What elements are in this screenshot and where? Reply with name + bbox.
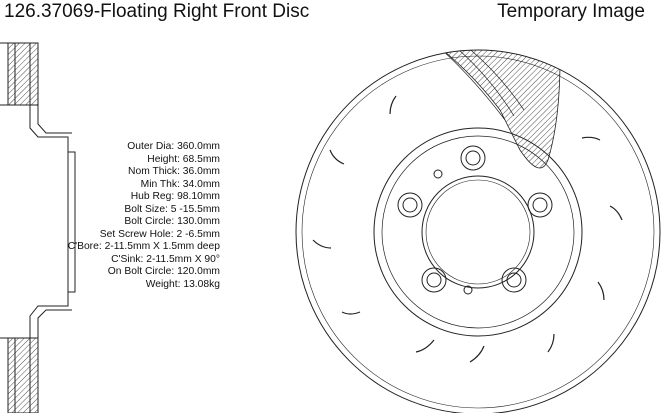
outer-edge (295, 49, 661, 413)
cutaway-vanes (428, 50, 561, 169)
rotor-slots (312, 95, 623, 363)
temporary-image-note: Temporary Image (497, 1, 645, 22)
disc-cross-section (0, 42, 76, 413)
spec-bolt-size: Bolt Size: 5 -15.5mm (124, 203, 220, 215)
set-screw-hole-2 (463, 285, 473, 295)
spec-min-thk: Min Thk: 34.0mm (140, 178, 220, 190)
hat-edge (381, 135, 575, 329)
spec-outer-dia: Outer Dia: 360.0mm (127, 141, 220, 152)
bolt-hole-2 (527, 192, 553, 218)
bolt-hole-5 (397, 192, 423, 218)
bolt-hole-3 (501, 267, 527, 293)
spec-height: Height: 68.5mm (147, 153, 220, 165)
top-ring-section (7, 42, 39, 106)
spec-hub-reg: Hub Reg: 98.10mm (130, 191, 220, 202)
disc-front-view (295, 49, 661, 413)
bolt-hole-4 (421, 267, 447, 293)
set-screw-hole-1 (433, 169, 443, 179)
bolt-hole-1 (460, 145, 486, 171)
spec-nom-thick: Nom Thick: 36.0mm (128, 166, 220, 177)
inner-ring-edge (373, 127, 583, 337)
part-title: 126.37069-Floating Right Front Disc (4, 1, 310, 22)
spec-list: Outer Dia: 360.0mm Height: 68.5mm Nom Th… (68, 141, 220, 291)
hub-bore (421, 175, 535, 289)
bottom-ring-section (7, 337, 39, 413)
spec-csink: C'Sink: 2-11.5mm X 90° (111, 253, 220, 265)
spec-weight: Weight: 13.08kg (145, 278, 220, 290)
spec-cbore: C'Bore: 2-11.5mm X 1.5mm deep (67, 241, 220, 252)
spec-bolt-circle: Bolt Circle: 130.0mm (124, 216, 220, 227)
spec-on-bolt-circle: On Bolt Circle: 120.0mm (107, 266, 220, 277)
spec-set-screw-hole: Set Screw Hole: 2 -6.5mm (99, 228, 220, 240)
